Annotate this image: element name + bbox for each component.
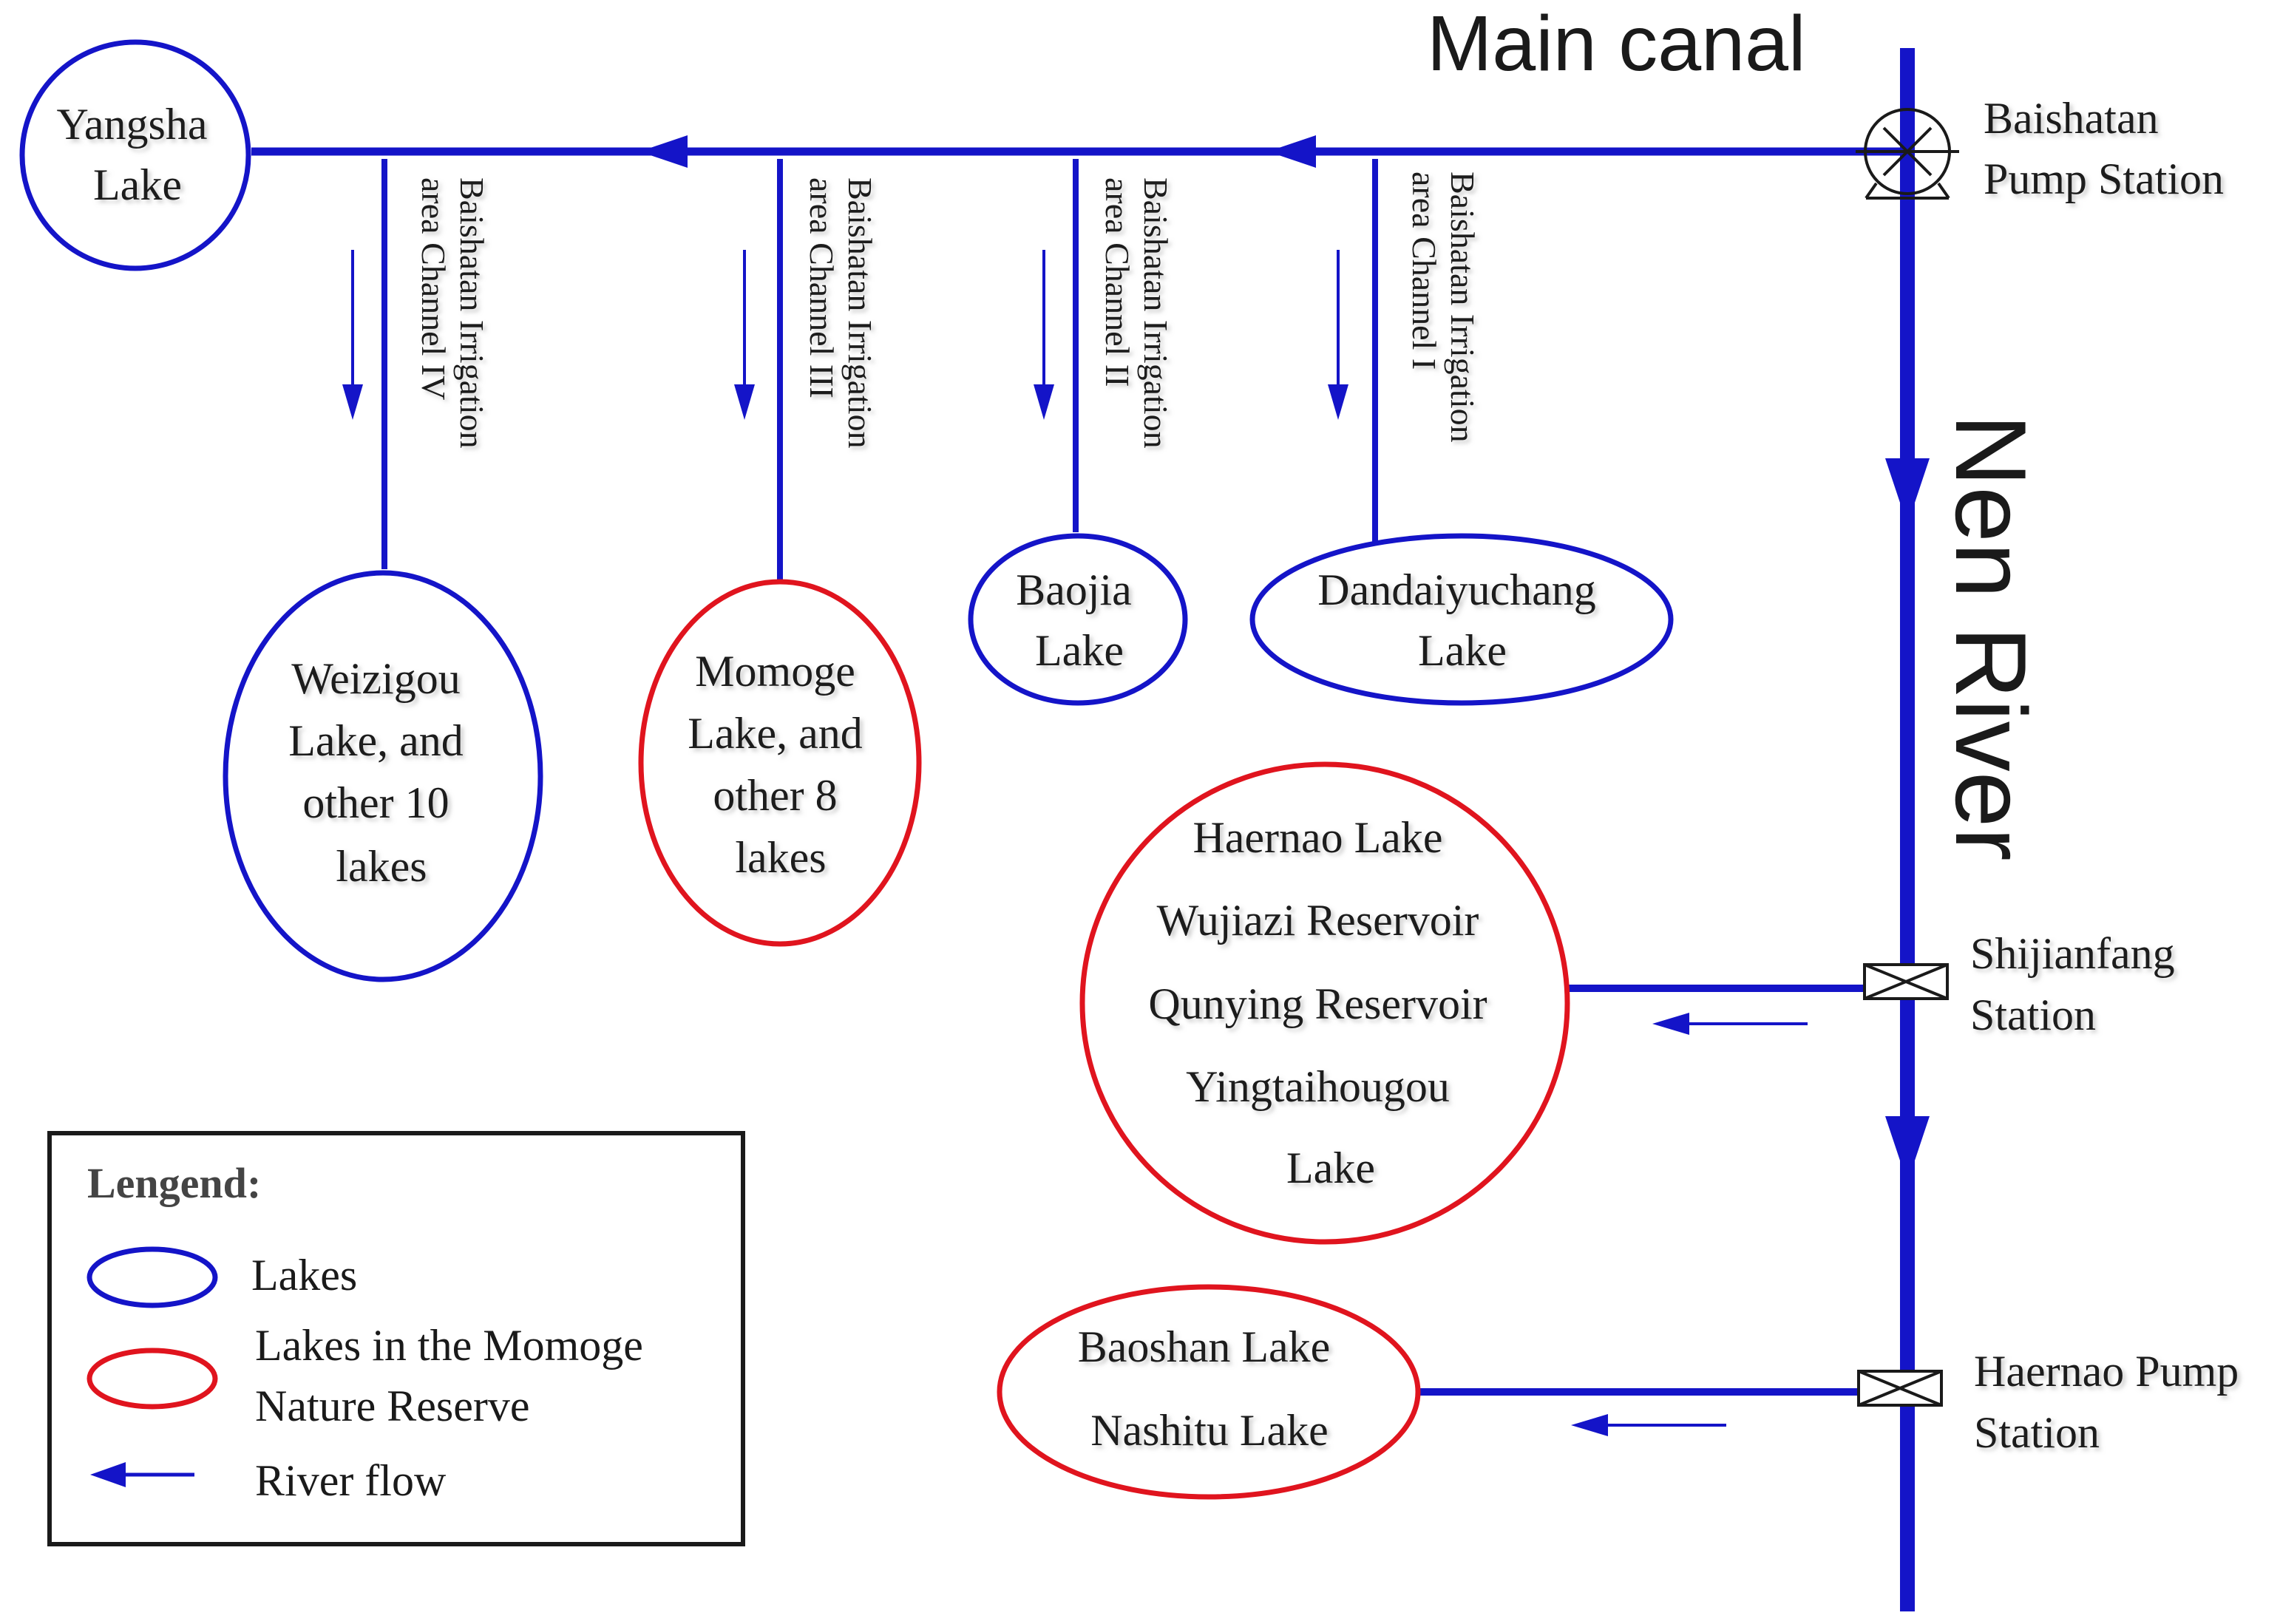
momoge-lake-label: Momoge Lake, and other 8 lakes [688, 647, 874, 882]
legend-lakes-swatch [86, 1246, 218, 1308]
legend-flow-label: River flow [255, 1456, 447, 1505]
legend: Lengend: Lakes Lakes in the Momoge Natur… [47, 1131, 745, 1546]
momoge-lake-shape [638, 579, 922, 947]
weizigou-lake-label: Weizigou Lake, and other 10 lakes [288, 654, 475, 891]
flow-arrow-channel-i-icon [1328, 250, 1348, 420]
weizigou-lake-shape [223, 570, 543, 982]
yangsha-lake-label: Yangsha Lake [57, 100, 219, 209]
legend-lakes-label: Lakes [251, 1251, 357, 1299]
legend-reserve-label: Lakes in the Momoge Nature Reserve [255, 1321, 654, 1430]
legend-title: Lengend: [87, 1159, 261, 1207]
channel-ii-label: Baishatan Irrigation area Channel II [1099, 177, 1175, 457]
baishatan-pump-icon [1856, 108, 1959, 200]
haernao-station-label: Haernao Pump Station [1974, 1347, 2250, 1457]
baoshan-group-shape [997, 1284, 1421, 1500]
nen-river-title: Nen River [1935, 414, 2047, 861]
channel-iii-label: Baishatan Irrigation area Channel III [803, 177, 879, 457]
yangsha-lake-shape [19, 39, 251, 271]
baishatan-station-label: Baishatan Pump Station [1984, 94, 2224, 203]
baoshan-group-label: Baoshan Lake Nashitu Lake [1078, 1322, 1342, 1455]
channel-iv-label: Baishatan Irrigation area Channel IV [415, 177, 491, 457]
dandaiyuchang-lake-label: Dandaiyuchang Lake [1317, 565, 1607, 675]
flow-arrow-channel-ii-icon [1034, 250, 1054, 420]
legend-reserve-swatch [86, 1348, 218, 1410]
haernao-group-label: Haernao Lake Wujiazi Reservoir Qunying R… [1148, 813, 1498, 1192]
channel-i-label: Baishatan Irrigation area Channel I [1405, 171, 1482, 451]
shijianfang-station-label: Shijianfang Station [1970, 929, 2186, 1039]
haernao-group-shape [1079, 761, 1570, 1245]
baojia-lake-shape [968, 533, 1188, 706]
flow-arrow-channel-iii-icon [734, 250, 755, 420]
flow-arrow-haernao-icon [1571, 1414, 1726, 1436]
main-canal-title: Main canal [1427, 0, 1806, 87]
main-canal-arrow-right-icon [1268, 135, 1316, 168]
haernao-gate-icon [1857, 1370, 1943, 1407]
nen-river-arrow-upper-icon [1885, 458, 1930, 525]
shijianfang-gate-icon [1863, 963, 1949, 1000]
dandaiyuchang-lake-shape [1249, 533, 1674, 706]
baojia-lake-label: Baojia Lake [1016, 565, 1143, 675]
nen-river-arrow-lower-icon [1885, 1116, 1930, 1183]
main-canal-arrow-left-icon [639, 135, 688, 168]
flow-arrow-channel-iv-icon [342, 250, 363, 420]
legend-flow-arrow-icon [90, 1462, 194, 1487]
flow-arrow-shijianfang-icon [1652, 1013, 1808, 1035]
